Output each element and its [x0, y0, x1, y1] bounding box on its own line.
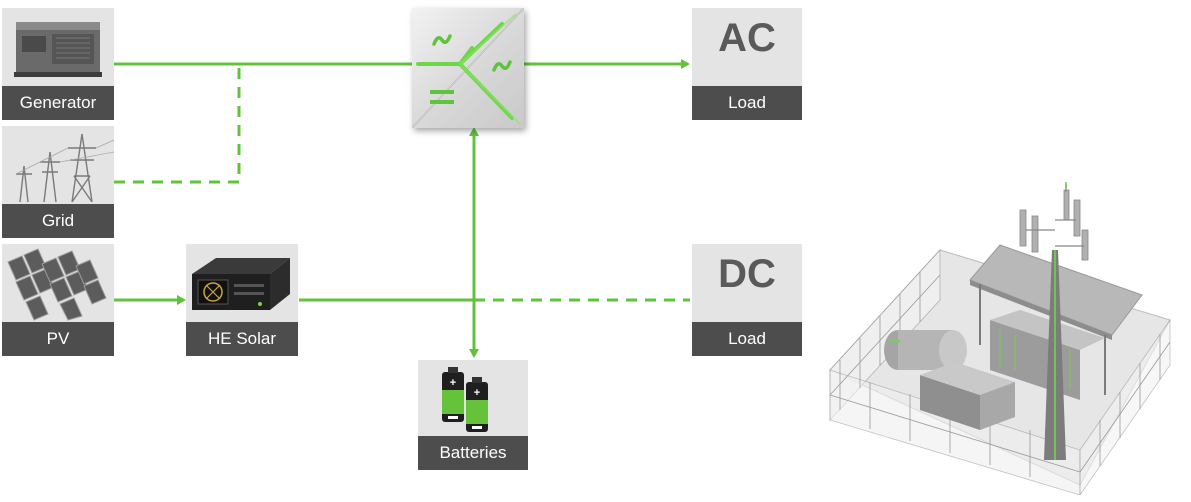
telecom-site-illustration: [820, 170, 1190, 497]
charger-icon: [192, 258, 290, 310]
dc-load-label: Load: [692, 322, 802, 356]
dc-title: DC: [718, 252, 776, 296]
he-solar-label: HE Solar: [186, 322, 298, 356]
generator-icon: [14, 22, 102, 77]
grid-label: Grid: [2, 204, 114, 238]
inverter-icon: [411, 7, 525, 129]
generator-label: Generator: [2, 86, 114, 120]
grid-to-generator-line: [114, 64, 241, 184]
battery-icon: + +: [442, 367, 488, 432]
solar-panel-icon: [7, 248, 107, 321]
he-solar-node: HE Solar: [186, 244, 298, 356]
ac-title: AC: [718, 16, 776, 60]
ac-load-label: Load: [692, 86, 802, 120]
power-pylon-icon: [15, 133, 114, 203]
batteries-node: + + Batteries: [418, 360, 528, 470]
batteries-label: Batteries: [418, 436, 528, 470]
dc-load-node: DC Load: [692, 244, 802, 356]
ac-load-node: AC Load: [692, 8, 802, 120]
svg-text:+: +: [474, 387, 480, 399]
inverter-node: [411, 7, 525, 129]
generator-node: Generator: [2, 8, 114, 120]
pv-node: PV: [2, 244, 114, 356]
pv-label: PV: [2, 322, 114, 356]
telecom-tower-site-icon: [829, 182, 1171, 497]
svg-text:+: +: [450, 377, 456, 389]
grid-node: Grid: [2, 126, 114, 238]
